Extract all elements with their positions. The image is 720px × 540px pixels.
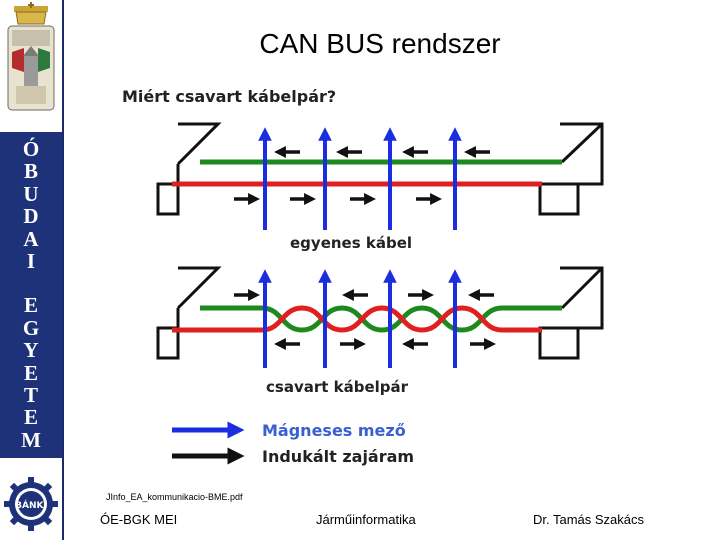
twisted-pair-section: csavart kábelpár — [156, 266, 604, 396]
twisted-pair-diagram: Miért csavart kábelpár? egyenes kábel — [122, 87, 604, 466]
banki-gear-logo-icon: BÁNKI — [4, 477, 58, 531]
sidebar-letter: B — [23, 159, 38, 184]
diagram-heading: Miért csavart kábelpár? — [122, 87, 336, 106]
straight-cable-section: egyenes kábel — [156, 122, 604, 252]
legend-magnetic-label: Mágneses mező — [262, 421, 406, 440]
sidebar-letter: E — [23, 405, 38, 430]
sidebar-letter: Y — [23, 338, 39, 363]
source-filename: JInfo_EA_kommunikacio-BME.pdf — [106, 492, 243, 502]
sidebar-band — [0, 132, 62, 458]
left-termination — [156, 308, 180, 360]
footer-author: Dr. Tamás Szakács — [533, 512, 645, 527]
sidebar-letter: A — [23, 226, 39, 251]
sidebar-university-name: Ó B U D A I E G Y E T E M — [0, 137, 62, 452]
twisted-pair-label: csavart kábelpár — [266, 378, 409, 396]
left-termination — [156, 164, 180, 216]
sidebar-letter: D — [23, 204, 39, 229]
footer-institute: ÓE-BGK MEI — [100, 512, 178, 527]
sidebar-letter: M — [21, 427, 41, 452]
footer-course: Járműinformatika — [316, 512, 416, 527]
sidebar-letter: G — [22, 315, 40, 340]
sidebar-letter: Ó — [22, 137, 40, 161]
right-termination — [538, 266, 604, 360]
sidebar-letter: E — [23, 293, 38, 318]
left-termination — [176, 122, 222, 166]
sidebar-letter: I — [26, 249, 36, 274]
left-termination — [176, 266, 222, 310]
right-termination — [538, 122, 604, 216]
university-crest-icon — [7, 2, 55, 111]
sidebar: Ó B U D A I E G Y E T E M BÁNKI — [0, 0, 64, 540]
sidebar-letter: E — [23, 360, 38, 385]
right-termination — [560, 266, 604, 310]
red-twisted-wire — [172, 305, 542, 333]
legend: Mágneses mező Indukált zajáram — [172, 421, 414, 466]
green-twisted-wire — [200, 305, 562, 333]
sidebar-letter: T — [23, 383, 38, 408]
sidebar-letter: U — [23, 181, 39, 206]
slide-title: CAN BUS rendszer — [259, 28, 501, 59]
legend-induced-label: Indukált zajáram — [262, 447, 414, 466]
straight-cable-label: egyenes kábel — [290, 234, 412, 252]
right-termination — [560, 122, 604, 164]
logo-text: BÁNKI — [15, 499, 47, 511]
